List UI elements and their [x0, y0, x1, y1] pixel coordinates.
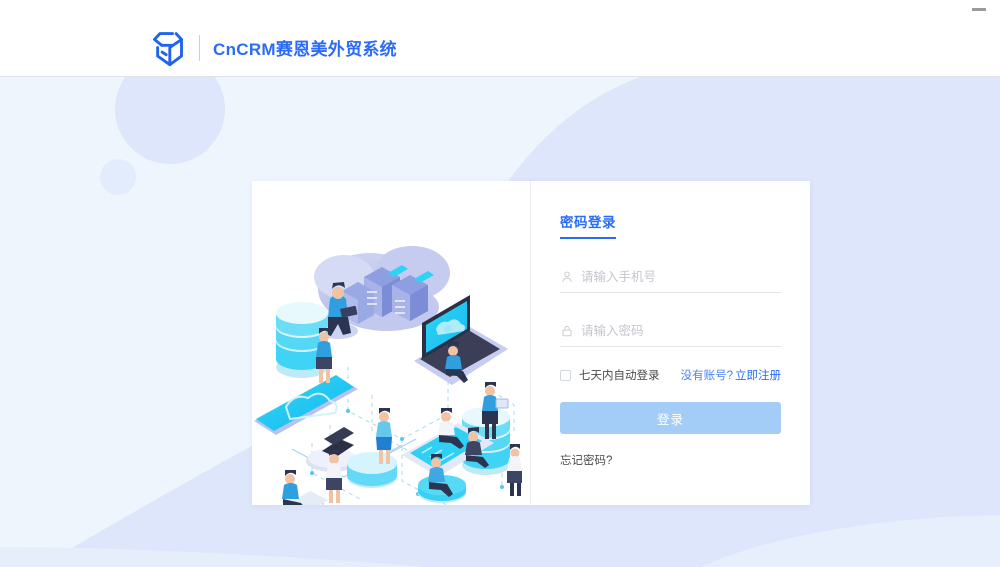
remember-me-checkbox[interactable]: 七天内自动登录 [560, 367, 660, 383]
forgot-password-link[interactable]: 忘记密码? [560, 455, 613, 467]
login-options-row: 七天内自动登录 没有账号?立即注册 [560, 367, 781, 383]
minimize-icon[interactable] [972, 8, 986, 11]
no-account-text: 没有账号? [680, 370, 733, 382]
register-link[interactable]: 立即注册 [735, 370, 781, 382]
login-tabs: 密码登录 [560, 215, 781, 239]
register-prompt: 没有账号?立即注册 [681, 367, 781, 383]
window-titlebar [0, 0, 1000, 18]
cloud-network-isometric-illustration [254, 246, 522, 505]
user-icon [560, 270, 574, 284]
login-button[interactable]: 登录 [560, 402, 781, 434]
tab-password-login[interactable]: 密码登录 [560, 211, 616, 239]
phone-field-row [560, 261, 781, 293]
checkbox-box[interactable] [560, 369, 571, 381]
app-title: CnCRM赛恩美外贸系统 [213, 40, 397, 59]
app-header: CnCRM赛恩美外贸系统 [0, 18, 1000, 77]
login-form-pane: 密码登录 [531, 181, 810, 505]
password-input[interactable] [581, 323, 781, 338]
password-field-row [560, 315, 781, 347]
brand: CnCRM赛恩美外贸系统 [150, 18, 397, 77]
login-card: 密码登录 [252, 181, 810, 505]
remember-me-label: 七天内自动登录 [579, 370, 660, 382]
brand-divider [199, 34, 200, 61]
phone-input[interactable] [581, 269, 781, 284]
lock-icon [560, 324, 574, 338]
cncrm-logo-icon [150, 29, 186, 67]
illustration-pane [252, 181, 531, 505]
